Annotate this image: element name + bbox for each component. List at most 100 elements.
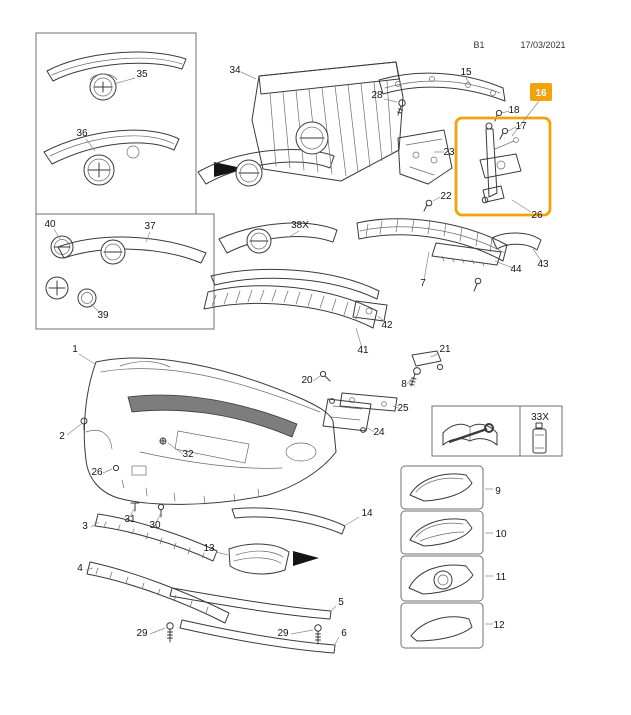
part-16-bracket-drawing — [479, 122, 522, 204]
pointer-arrow-icon-2 — [293, 551, 319, 566]
part-label-11[interactable]: 11 — [496, 572, 507, 583]
part-label-34[interactable]: 34 — [229, 65, 241, 76]
part-label-5[interactable]: 5 — [338, 597, 344, 608]
sheet-date: 17/03/2021 — [520, 40, 565, 50]
part-label-39[interactable]: 39 — [97, 310, 109, 321]
part-label-21[interactable]: 21 — [439, 344, 451, 355]
part-label-43[interactable]: 43 — [537, 259, 549, 270]
sheet-code: B1 — [473, 40, 484, 50]
part-39-emblems-drawing — [45, 276, 97, 308]
part-label-7[interactable]: 7 — [420, 278, 426, 289]
part-28-bolt-drawing — [397, 99, 406, 116]
part-29-screw-right-drawing — [314, 624, 322, 645]
part-label-25[interactable]: 25 — [397, 403, 409, 414]
part-label-37[interactable]: 37 — [144, 221, 156, 232]
part-label-29b[interactable]: 29 — [277, 628, 289, 639]
part-label-1[interactable]: 1 — [72, 344, 78, 355]
part-41-lower-grille-drawing — [203, 285, 378, 329]
part-20-screw-drawing — [319, 370, 331, 382]
inset-box-grilles-35-36 — [35, 32, 197, 215]
part-8-bolt-drawing — [409, 367, 421, 387]
part-label-36[interactable]: 36 — [76, 128, 88, 139]
part-40-emblem-drawing — [50, 235, 74, 259]
part-17-screw-drawing — [499, 127, 509, 140]
part-14-molding-drawing — [231, 507, 346, 535]
part-label-18[interactable]: 18 — [508, 105, 520, 116]
part-6-strip-drawing — [179, 619, 336, 654]
part-1-bumper-cover-drawing — [83, 357, 337, 505]
part-38-upper-bar-drawing — [197, 149, 335, 187]
part-label-32[interactable]: 32 — [182, 449, 194, 460]
part-label-26b[interactable]: 26 — [531, 210, 543, 221]
part-25-bracket-drawing — [339, 392, 398, 412]
part-24-bracket-drawing — [322, 398, 372, 433]
part-label-42[interactable]: 42 — [381, 320, 393, 331]
part-label-24[interactable]: 24 — [373, 427, 385, 438]
part-label-4[interactable]: 4 — [77, 563, 83, 574]
pointer-arrow-icon — [214, 162, 246, 177]
part-label-17[interactable]: 17 — [515, 121, 527, 132]
part-label-13[interactable]: 13 — [203, 543, 215, 554]
option-box-10 — [400, 510, 484, 555]
part-43-guide-drawing — [491, 232, 542, 251]
part-label-8[interactable]: 8 — [401, 379, 407, 390]
part-3-spoiler-drawing — [94, 513, 218, 562]
part-label-12[interactable]: 12 — [493, 620, 505, 631]
part-13-bezel-drawing — [228, 543, 290, 575]
option-box-12 — [400, 602, 484, 649]
part-26-rivet-drawing — [112, 464, 120, 472]
part-label-40[interactable]: 40 — [44, 219, 56, 230]
part-44-guide-drawing — [431, 242, 502, 267]
part-31-clip-drawing — [130, 502, 140, 512]
leader-lines — [53, 71, 543, 647]
option-box-11 — [400, 555, 484, 602]
part-label-20[interactable]: 20 — [301, 375, 313, 386]
part-29-screw-left-drawing — [166, 622, 174, 643]
part-32-clip-drawing — [159, 437, 167, 445]
part-label-3[interactable]: 3 — [82, 521, 88, 532]
highlight-badge-bg[interactable] — [530, 83, 552, 101]
option-box-9 — [400, 465, 484, 510]
part-label-31[interactable]: 31 — [124, 514, 136, 525]
highlight-badge-16[interactable]: 16 — [530, 83, 552, 101]
part-15-support-bar-drawing — [378, 72, 506, 102]
part-label-38x[interactable]: 38X — [291, 220, 309, 231]
part-7-impact-bar-drawing — [356, 218, 508, 292]
highlight-outline-part-16 — [454, 116, 552, 217]
part-23-bracket-drawing — [397, 129, 453, 185]
part-label-9[interactable]: 9 — [495, 486, 501, 497]
part-label-14[interactable]: 14 — [361, 508, 373, 519]
part-22-screw-drawing — [423, 199, 433, 212]
part-37-grille-drawing — [57, 236, 207, 265]
part-35-grille-drawing — [46, 51, 187, 101]
part-label-28[interactable]: 28 — [371, 90, 383, 101]
part-36-grille-drawing — [43, 129, 180, 186]
part-label-26[interactable]: 26 — [91, 467, 103, 478]
part-2-clip-drawing — [80, 417, 88, 431]
part-label-16[interactable]: 16 — [535, 88, 547, 99]
part-label-22[interactable]: 22 — [440, 191, 452, 202]
part-label-35[interactable]: 35 — [136, 69, 148, 80]
part-label-15[interactable]: 15 — [460, 67, 472, 78]
part-label-30[interactable]: 30 — [149, 520, 161, 531]
part-label-41[interactable]: 41 — [357, 345, 369, 356]
wrench-icon — [448, 423, 494, 444]
part-38x-bar-drawing — [218, 222, 338, 254]
part-4-spoiler-drawing — [86, 561, 230, 624]
part-label-33x[interactable]: 33X — [531, 412, 549, 423]
part-label-23[interactable]: 23 — [443, 147, 455, 158]
part-label-44[interactable]: 44 — [510, 264, 522, 275]
legend-box-33x — [431, 405, 563, 457]
part-label-2[interactable]: 2 — [59, 431, 65, 442]
part-label-6[interactable]: 6 — [341, 628, 347, 639]
inset-box-grilles-37-39-40 — [35, 213, 215, 330]
part-label-29a[interactable]: 29 — [136, 628, 148, 639]
spray-can-icon — [532, 422, 547, 454]
part-5-strip-drawing — [169, 587, 332, 620]
part-label-10[interactable]: 10 — [495, 529, 507, 540]
part-41-upper-strip-drawing — [210, 268, 380, 300]
part-34-grille-drawing — [251, 61, 404, 182]
